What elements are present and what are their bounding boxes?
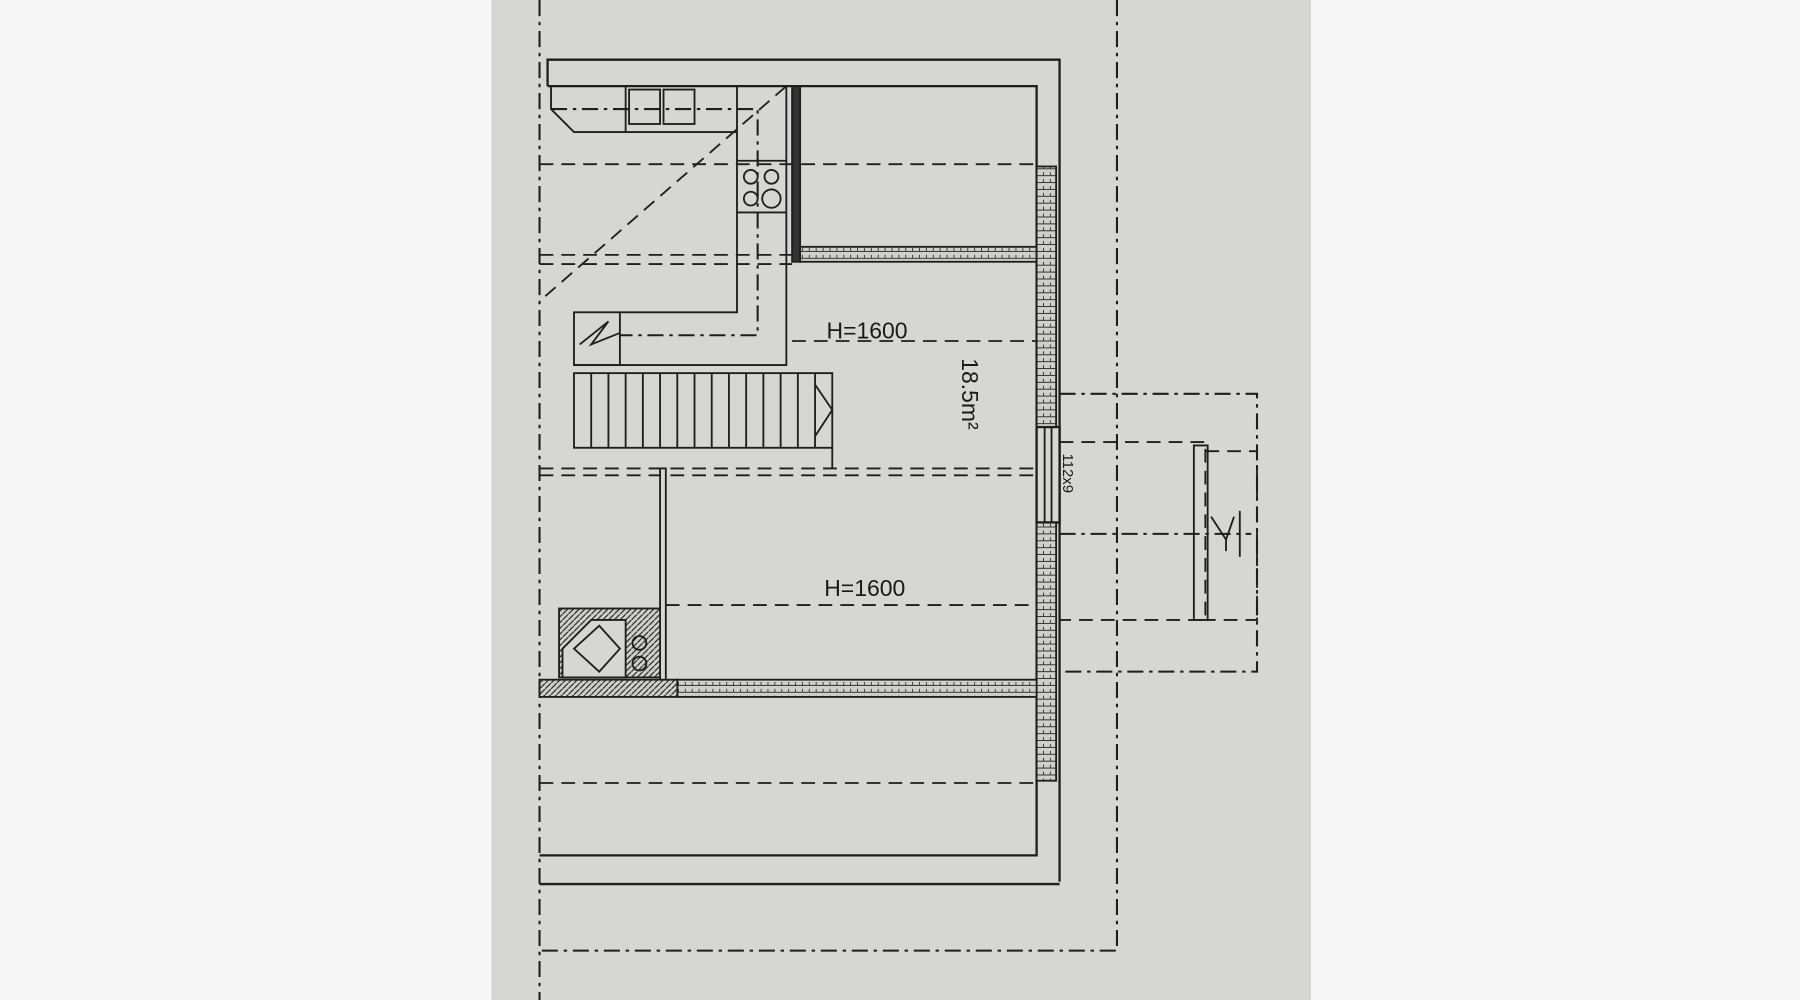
stair-arrow-icon — [814, 384, 834, 437]
paper-sheet — [491, 0, 1311, 1000]
direction-arrow-icon — [1210, 510, 1241, 557]
room-height-label: H=1600 — [827, 318, 908, 344]
room-area-label: 18.5m² — [957, 358, 983, 430]
sink-icon — [628, 88, 661, 125]
staircase — [573, 372, 834, 469]
interior-walls — [538, 85, 1061, 782]
stove-icon — [742, 169, 782, 209]
room-height-label: H=1600 — [824, 575, 905, 601]
dashed-lines — [539, 85, 1258, 784]
fridge-icon — [573, 311, 621, 367]
kitchen — [550, 86, 788, 367]
window — [1035, 425, 1061, 524]
fireplace — [558, 607, 661, 679]
window-size-label: 112x9 — [1059, 454, 1076, 494]
